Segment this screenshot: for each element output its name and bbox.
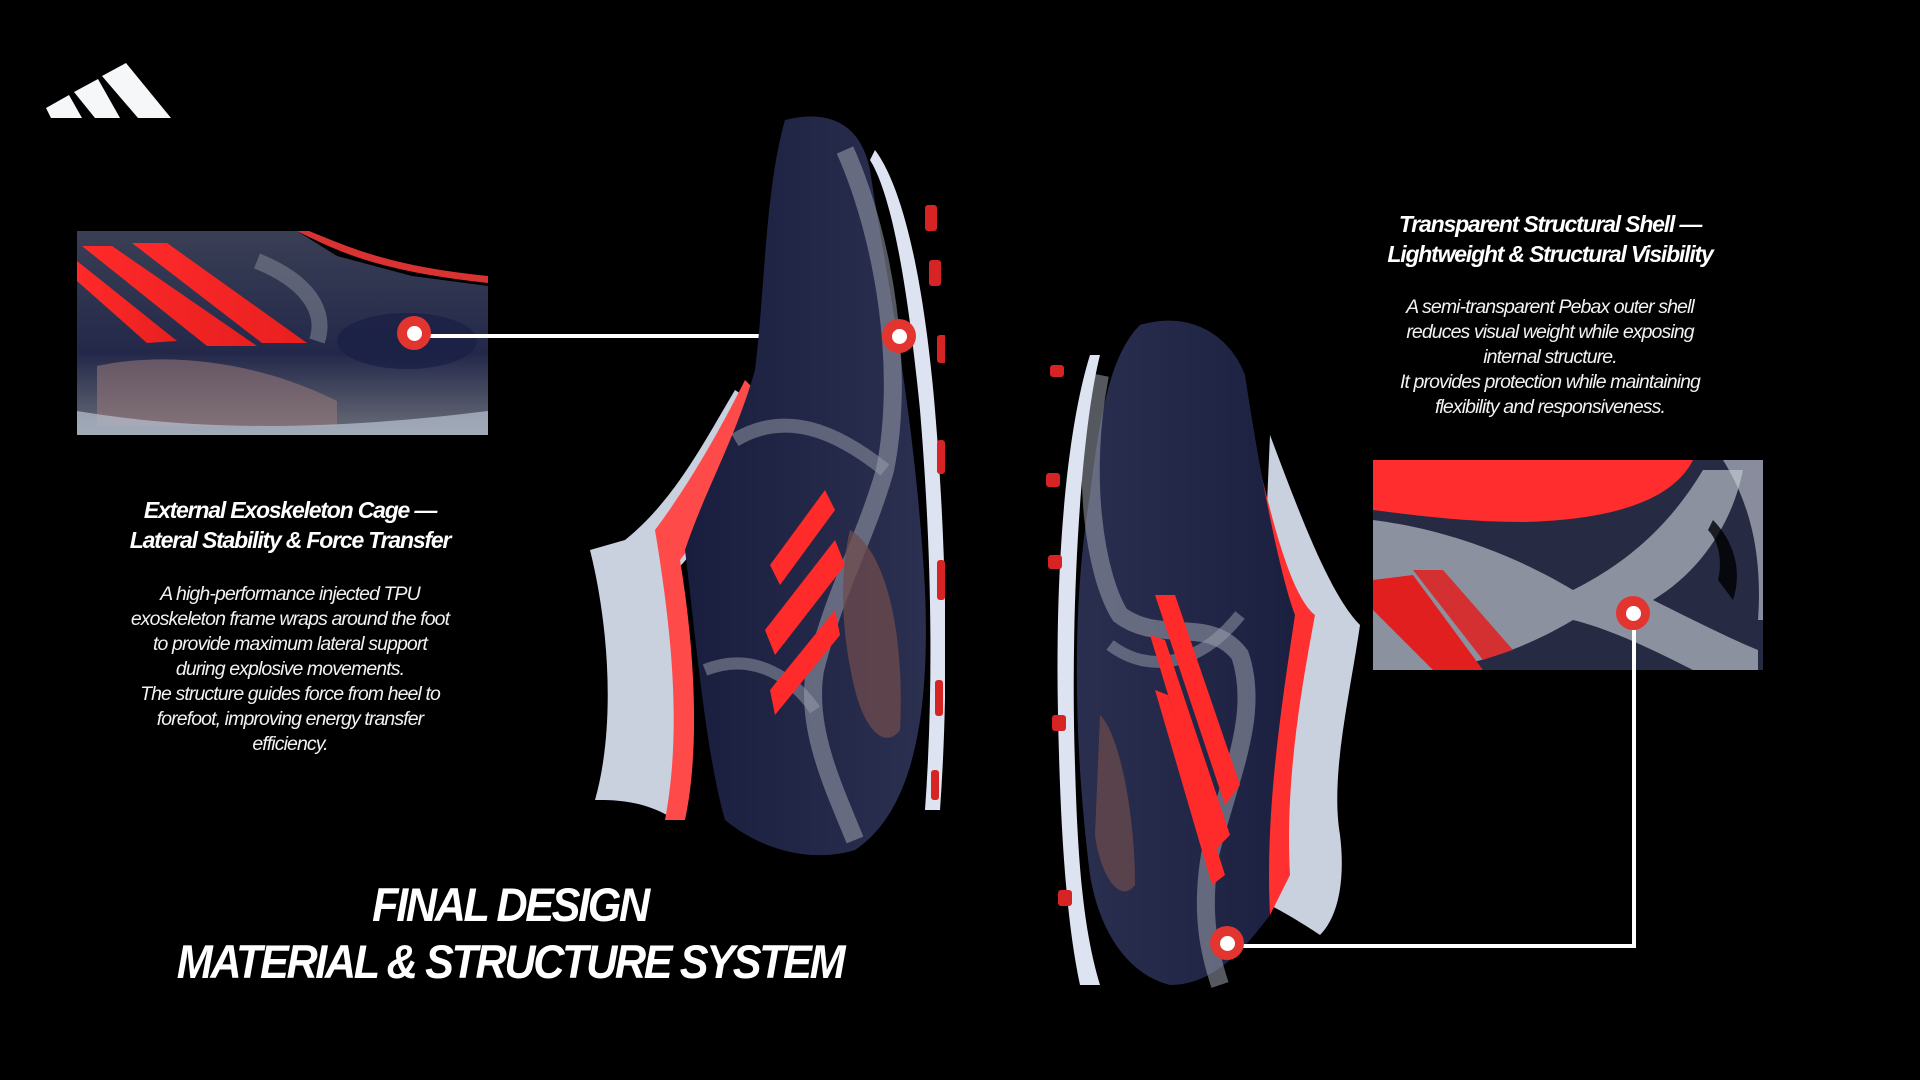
exoskeleton-heading-line1: External Exoskeleton Cage —: [143, 497, 437, 523]
description-line: forefoot, improving energy transfer: [156, 708, 424, 730]
shell-heading-line2: Lightweight & Structural Visibility: [1387, 241, 1713, 267]
shoe-lateral-marker[interactable]: [882, 319, 916, 353]
shell-description: A semi-transparent Pebax outer shell red…: [1320, 295, 1780, 420]
description-line: The structure guides force from heel to: [140, 683, 441, 705]
page-title-line2: MATERIAL & STRUCTURE SYSTEM: [176, 935, 846, 988]
description-line: internal structure.: [1483, 346, 1617, 368]
description-line: efficiency.: [252, 733, 328, 755]
exoskeleton-heading: External Exoskeleton Cage — Lateral Stab…: [60, 495, 520, 555]
football-boot-lateral-render: [590, 116, 945, 856]
exoskeleton-heading-line2: Lateral Stability & Force Transfer: [129, 527, 452, 553]
description-line: A high-performance injected TPU: [160, 583, 421, 605]
exoskeleton-description: A high-performance injected TPU exoskele…: [60, 582, 520, 757]
shell-detail-marker[interactable]: [1616, 596, 1650, 630]
shell-connector-line-vertical: [1632, 630, 1636, 948]
description-line: flexibility and responsiveness.: [1434, 396, 1666, 418]
shell-heading: Transparent Structural Shell — Lightweig…: [1320, 209, 1780, 269]
description-line: reduces visual weight while exposing: [1406, 321, 1694, 343]
shell-heading-line1: Transparent Structural Shell —: [1398, 211, 1702, 237]
shoe-shell-marker[interactable]: [1210, 926, 1244, 960]
exoskeleton-detail-image: [77, 231, 488, 435]
description-line: to provide maximum lateral support: [153, 633, 428, 655]
adidas-logo-icon: [46, 63, 171, 118]
exoskeleton-connector-line: [425, 334, 890, 338]
page-title: FINAL DESIGN MATERIAL & STRUCTURE SYSTEM: [114, 876, 905, 990]
shell-connector-line-horizontal: [1243, 944, 1636, 948]
description-line: It provides protection while maintaining: [1399, 371, 1701, 393]
football-boot-second-render: [1046, 320, 1360, 988]
description-line: during explosive movements.: [175, 658, 405, 680]
page-title-line1: FINAL DESIGN: [372, 878, 650, 931]
description-line: exoskeleton frame wraps around the foot: [130, 608, 450, 630]
description-line: A semi-transparent Pebax outer shell: [1406, 296, 1695, 318]
exoskeleton-detail-marker[interactable]: [397, 316, 431, 350]
shell-detail-image: [1373, 460, 1763, 670]
